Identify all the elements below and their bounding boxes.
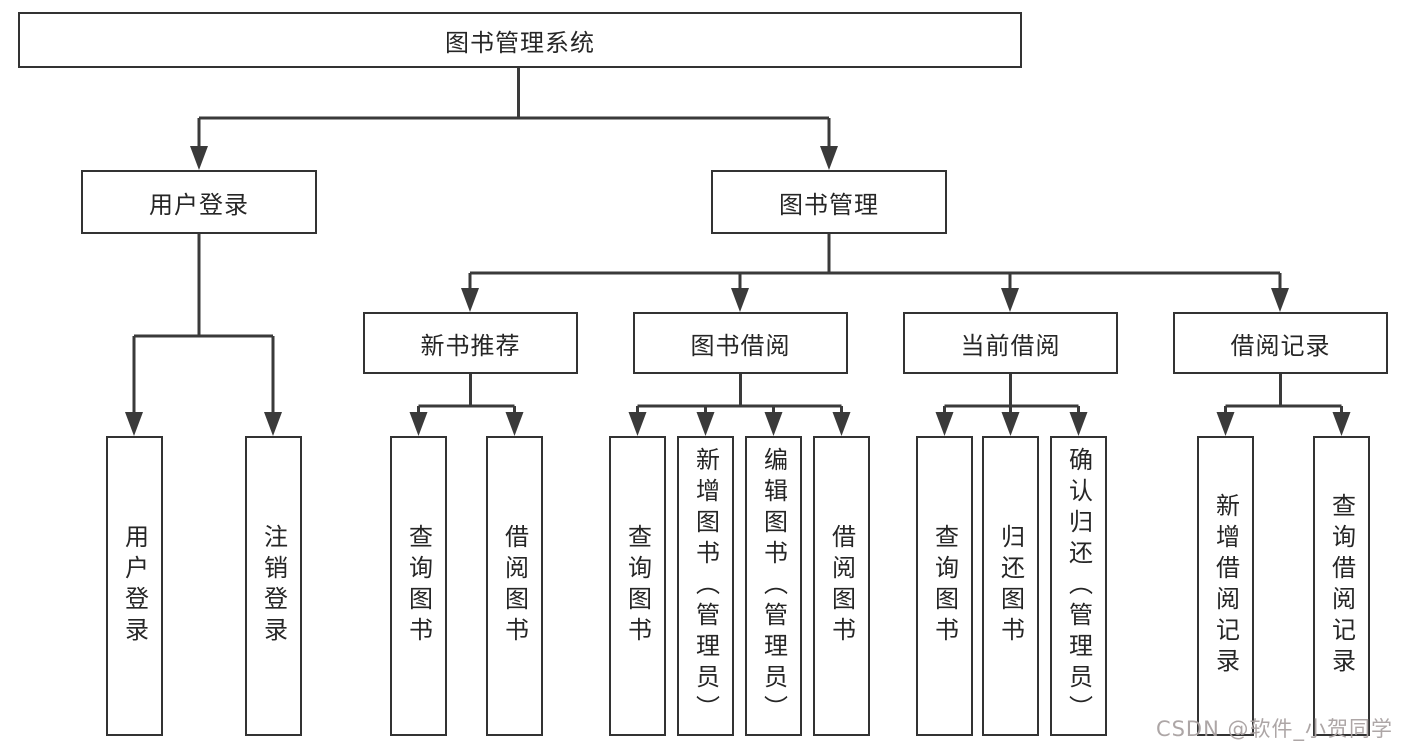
node-label: 图书借阅: [690, 331, 791, 360]
node-label: 编辑图书（管理员）: [759, 446, 788, 726]
leaf-logout: 注销登录: [245, 436, 302, 736]
node-label: 新增借阅记录: [1211, 493, 1240, 679]
node-current-borrowing: 当前借阅: [903, 312, 1118, 374]
leaf-query-books-borrowing: 查询图书: [609, 436, 666, 736]
node-label: 用户登录: [149, 190, 249, 219]
node-book-borrowing: 图书借阅: [633, 312, 848, 374]
node-user-login: 用户登录: [81, 170, 317, 234]
node-label: 借阅图书: [500, 524, 529, 648]
leaf-add-books-admin: 新增图书（管理员）: [677, 436, 734, 736]
leaf-query-books-current: 查询图书: [916, 436, 973, 736]
leaf-borrow-books-borrowing: 借阅图书: [813, 436, 870, 736]
node-borrowing-records: 借阅记录: [1173, 312, 1388, 374]
node-label: 新书推荐: [420, 331, 521, 360]
node-label: 查询借阅记录: [1327, 493, 1356, 679]
node-label: 注销登录: [259, 524, 288, 648]
node-label: 借阅记录: [1230, 331, 1331, 360]
leaf-query-books-recommend: 查询图书: [390, 436, 447, 736]
node-label: 当前借阅: [960, 331, 1061, 360]
arrow-down-icons: [125, 146, 1351, 436]
node-label: 查询图书: [930, 524, 959, 648]
tree-edges: [132, 68, 1343, 418]
leaf-confirm-return-admin: 确认归还（管理员）: [1050, 436, 1107, 736]
node-label: 归还图书: [996, 524, 1025, 648]
node-label: 新增图书（管理员）: [691, 446, 720, 726]
node-new-book-recommendation: 新书推荐: [363, 312, 578, 374]
node-label: 图书管理系统: [445, 28, 595, 57]
node-label: 图书管理: [779, 190, 879, 219]
leaf-return-books: 归还图书: [982, 436, 1039, 736]
node-label: 查询图书: [404, 524, 433, 648]
node-label: 查询图书: [623, 524, 652, 648]
leaf-query-borrow-record: 查询借阅记录: [1313, 436, 1370, 736]
node-label: 借阅图书: [827, 524, 856, 648]
leaf-user-login: 用户登录: [106, 436, 163, 736]
csdn-watermark: CSDN @软件_小贺同学: [1155, 717, 1393, 741]
leaf-borrow-books-recommend: 借阅图书: [486, 436, 543, 736]
leaf-add-borrow-record: 新增借阅记录: [1197, 436, 1254, 736]
node-book-management: 图书管理: [711, 170, 947, 234]
node-label: 用户登录: [120, 524, 149, 648]
node-label: 确认归还（管理员）: [1064, 446, 1093, 726]
leaf-edit-books-admin: 编辑图书（管理员）: [745, 436, 802, 736]
node-book-management-system: 图书管理系统: [18, 12, 1022, 68]
